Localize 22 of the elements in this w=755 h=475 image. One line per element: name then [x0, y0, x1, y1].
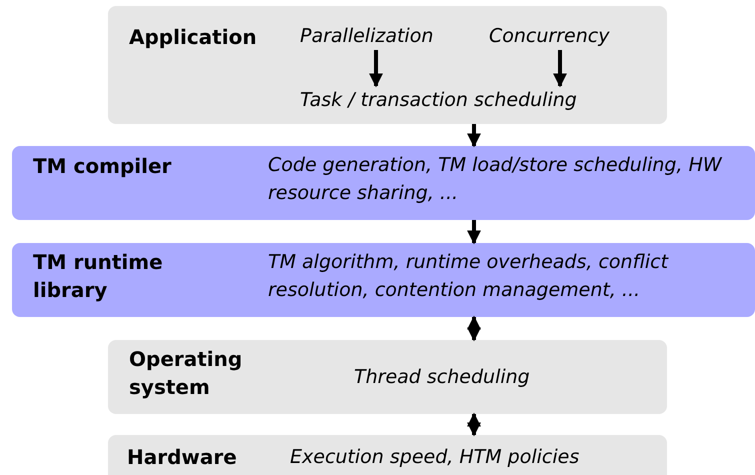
layer-box: [12, 243, 755, 317]
layer-box: [108, 435, 667, 475]
concept-label: Concurrency: [489, 22, 654, 50]
layer-box: [108, 340, 667, 414]
layer-box: [108, 6, 667, 124]
layer-description: Execution speed, HTM policies: [290, 445, 580, 470]
arrow: [467, 316, 481, 342]
layer-title: TM compiler: [33, 153, 172, 180]
layer-box: [12, 146, 755, 220]
layer-title: Operating system: [129, 346, 244, 401]
arrow: [467, 124, 481, 148]
layer-title: TM runtime library: [33, 249, 164, 304]
concept-label: Parallelization: [300, 22, 475, 50]
arrow: [467, 220, 481, 244]
layer-description: Code generation, TM load/store scheduling, HW resource sharing, ...: [268, 153, 724, 206]
layer-description: Thread scheduling: [354, 365, 531, 390]
arrow: [553, 50, 567, 88]
arrow: [369, 50, 383, 88]
arrow: [467, 412, 481, 436]
layer-description: TM algorithm, runtime overheads, conflict resolution, contention management, ...: [268, 250, 670, 303]
concept-label: Task / transaction scheduling: [300, 86, 660, 114]
layer-title: Application: [129, 24, 258, 51]
